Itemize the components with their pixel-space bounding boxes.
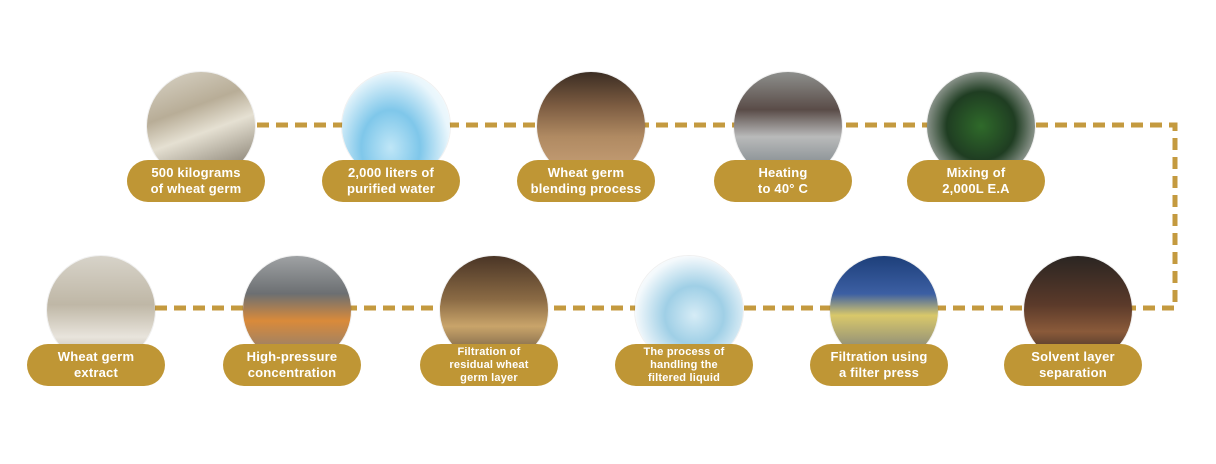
step-label: Filtration using a filter press	[810, 344, 948, 386]
step-label: 500 kilograms of wheat germ	[127, 160, 265, 202]
step-6: Solvent layer separation	[1004, 256, 1144, 386]
step-label: Wheat germ blending process	[517, 160, 655, 202]
step-7: Filtration using a filter press	[810, 256, 950, 386]
step-label: The process of handling the filtered liq…	[615, 344, 753, 386]
step-label: Mixing of 2,000L E.A	[907, 160, 1045, 202]
step-label: Filtration of residual wheat germ layer	[420, 344, 558, 386]
step-label: 2,000 liters of purified water	[322, 160, 460, 202]
step-8: The process of handling the filtered liq…	[615, 256, 755, 386]
step-5: Mixing of 2,000L E.A	[907, 72, 1047, 202]
step-label: Wheat germ extract	[27, 344, 165, 386]
step-11: Wheat germ extract	[27, 256, 167, 386]
step-label: Heating to 40° C	[714, 160, 852, 202]
step-9: Filtration of residual wheat germ layer	[420, 256, 560, 386]
step-label: Solvent layer separation	[1004, 344, 1142, 386]
step-2: 2,000 liters of purified water	[322, 72, 462, 202]
step-label: High-pressure concentration	[223, 344, 361, 386]
step-3: Wheat germ blending process	[517, 72, 657, 202]
step-4: Heating to 40° C	[714, 72, 854, 202]
step-1: 500 kilograms of wheat germ	[127, 72, 267, 202]
step-10: High-pressure concentration	[223, 256, 363, 386]
